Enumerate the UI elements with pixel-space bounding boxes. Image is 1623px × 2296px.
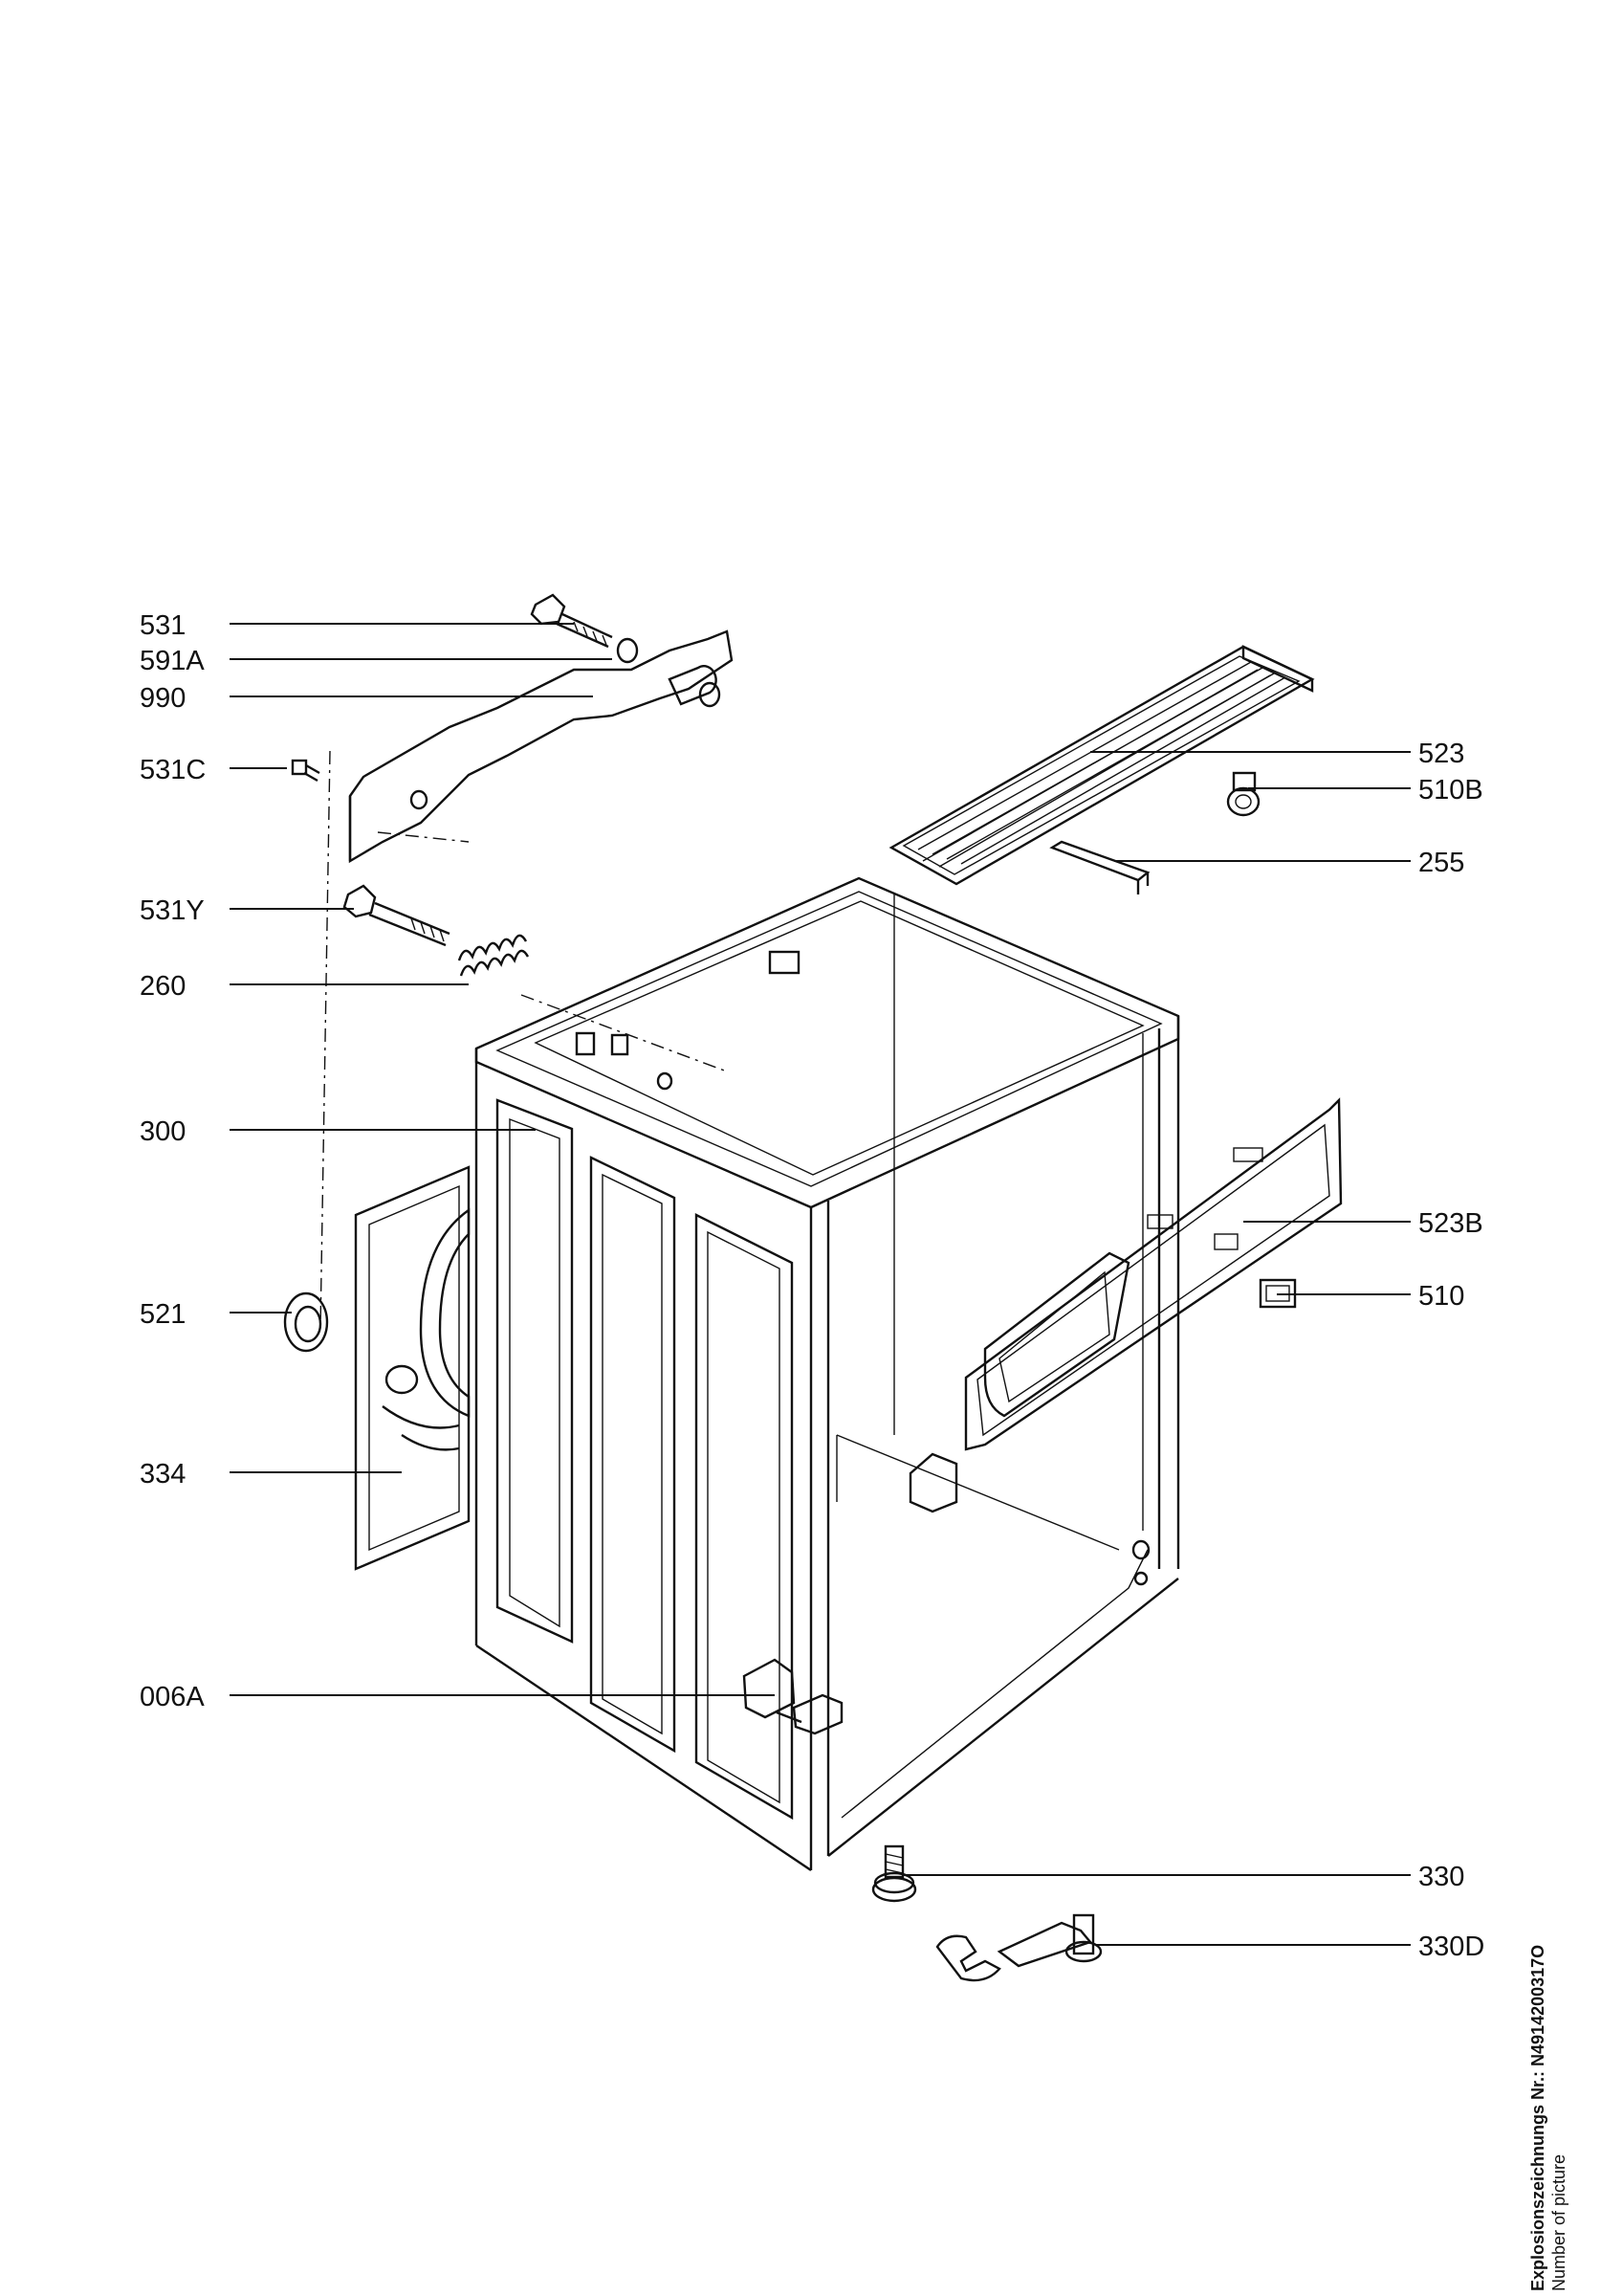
drawing-number-title: Explosionszeichnungs Nr.: N4914200317O — [1528, 1944, 1547, 2291]
part-label-510: 510 — [1418, 1281, 1465, 1312]
part-label-521: 521 — [140, 1299, 186, 1330]
part-label-330d: 330D — [1418, 1932, 1485, 1962]
rod-255-icon — [1049, 840, 1151, 894]
part-label-260: 260 — [140, 971, 186, 1002]
drawing-number-subtitle: Number of picture — [1548, 2153, 1568, 2291]
drawing-number-caption: Explosionszeichnungs Nr.: N4914200317O N… — [1528, 1945, 1569, 2291]
part-label-591a: 591A — [140, 646, 205, 676]
front-panel-334-icon — [354, 1165, 471, 1571]
part-label-531: 531 — [140, 610, 186, 641]
screw-531c-icon — [291, 759, 320, 783]
window-510-icon — [1259, 1278, 1297, 1309]
control-panel-523b-icon — [964, 1097, 1343, 1451]
bolt-531y-icon — [342, 884, 450, 947]
latch-006a-icon — [742, 1658, 844, 1735]
part-label-334: 334 — [140, 1459, 186, 1490]
washer-591a-icon — [616, 637, 639, 664]
part-label-510b: 510B — [1418, 775, 1483, 806]
part-label-330: 330 — [1418, 1862, 1465, 1892]
part-label-531c: 531C — [140, 755, 207, 785]
alignment-lines — [319, 750, 728, 1331]
top-plate-523-icon — [888, 645, 1315, 886]
part-label-523: 523 — [1418, 739, 1465, 769]
wrench-330d-icon — [935, 1913, 1103, 1982]
part-label-255: 255 — [1418, 848, 1465, 878]
leader-lines-right — [904, 751, 1411, 1946]
cabinet-frame-300-icon — [474, 876, 1180, 1871]
part-label-990: 990 — [140, 683, 186, 714]
foot-330-icon — [871, 1844, 917, 1903]
part-label-523b: 523B — [1418, 1208, 1483, 1239]
clip-510b-icon — [1226, 771, 1261, 817]
bolt-531-icon — [530, 593, 613, 649]
leader-lines-left — [230, 623, 775, 1696]
ring-521-icon — [283, 1292, 329, 1353]
spring-260-icon — [457, 934, 530, 977]
bracket-990-icon — [348, 629, 734, 864]
part-label-531y: 531Y — [140, 895, 205, 926]
part-label-300: 300 — [140, 1116, 186, 1147]
part-label-006a: 006A — [140, 1682, 205, 1712]
